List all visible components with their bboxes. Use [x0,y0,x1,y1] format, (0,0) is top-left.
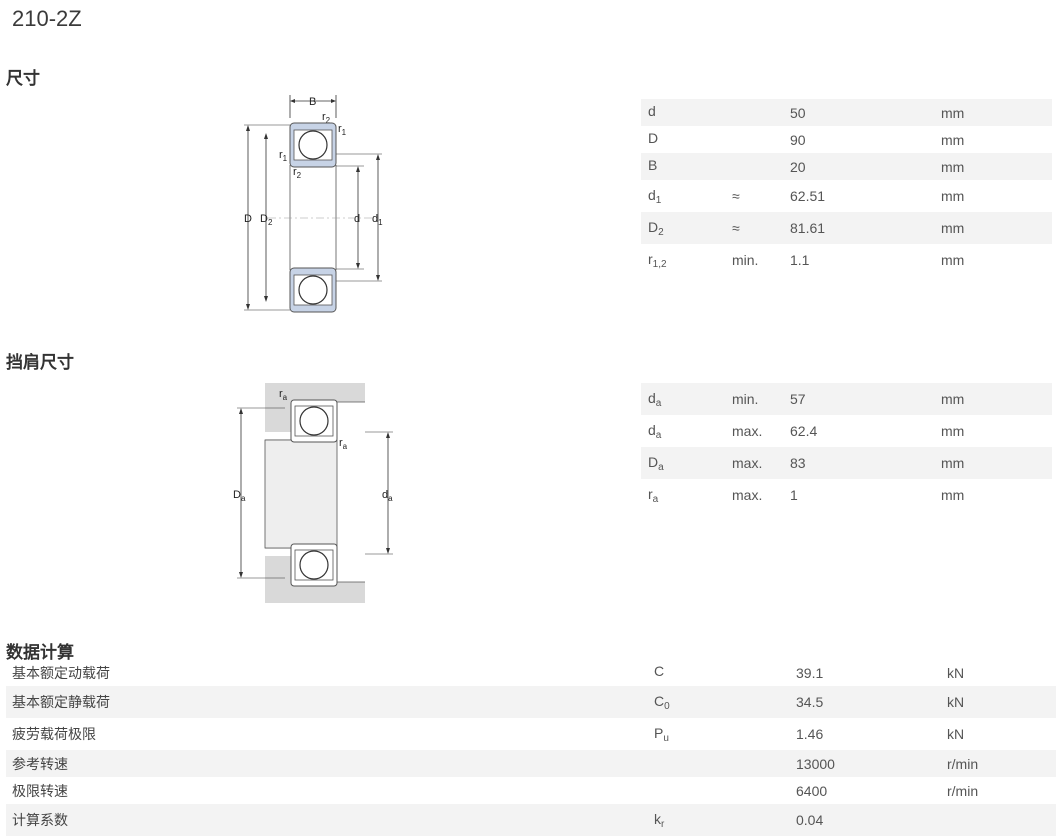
table-row: d1 ≈ 62.51 mm [648,186,965,206]
table-row: 疲劳载荷极限 Pu 1.46 kN [12,724,965,744]
label-d: d [354,213,360,225]
label-D2: D2 [260,213,273,227]
table-row: Da max. 83 mm [641,447,1052,479]
label-r1-top: r1 [338,123,347,137]
table-row: B 20 mm [641,153,1052,180]
label-r1-left: r1 [279,149,288,163]
label-r2-top: r2 [322,111,331,125]
section-title-dimensions: 尺寸 [6,69,40,89]
label-r2-left: r2 [293,166,302,180]
table-row: 基本额定动载荷 C 39.1 kN [12,663,965,682]
table-row: 参考转速 13000 r/min [6,750,1056,777]
table-row: d 50 mm [641,99,1052,126]
label-ra-top: ra [279,388,288,402]
table-row: r1,2 min. 1.1 mm [648,250,965,270]
table-row: 极限转速 6400 r/min [12,782,979,800]
table-row: 计算系数 kr 0.04 [6,804,1056,836]
label-Da: Da [233,489,246,503]
label-B: B [309,96,316,108]
dimensions-table: d 50 mm D 90 mm B 20 mm d1 ≈ 62.51 mm D2… [641,99,1052,276]
table-row: D 90 mm [648,130,965,148]
label-D: D [244,213,252,225]
label-ra-right: ra [339,437,348,451]
page-title: 210-2Z [12,6,82,31]
bearing-dimensions-diagram: B r2 r1 r1 r2 D D2 d d1 [244,95,383,313]
abutment-table: da min. 57 mm da max. 62.4 mm Da max. 83… [641,383,1052,511]
table-row: 基本额定静载荷 C0 34.5 kN [6,686,1056,718]
section-title-calculation: 数据计算 [6,643,74,663]
abutment-dimensions-diagram: ra ra Da da [233,383,393,603]
table-row: ra max. 1 mm [648,485,965,505]
section-title-abutment: 挡肩尺寸 [6,353,74,373]
calculation-table: 基本额定动载荷 C 39.1 kN 基本额定静载荷 C0 34.5 kN 疲劳载… [6,659,1056,836]
label-d1: d1 [372,213,383,227]
table-row: D2 ≈ 81.61 mm [641,212,1052,244]
table-row: da min. 57 mm [641,383,1052,415]
label-da: da [382,489,393,503]
table-row: da max. 62.4 mm [648,421,965,441]
